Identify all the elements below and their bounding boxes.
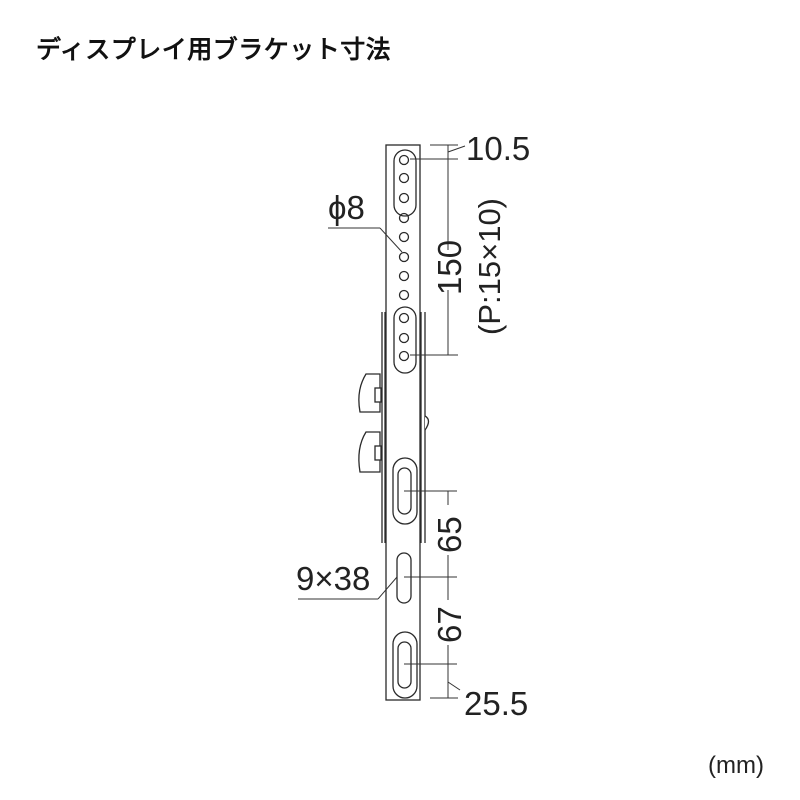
slot-middle [393, 306, 417, 374]
dim-slot-gap-upper: 65 [431, 516, 468, 553]
dim-hole-span: 150 [431, 240, 468, 295]
dim-hole-pitch: (P:15×10) [472, 198, 507, 335]
dim-slot-gap-lower: 67 [431, 606, 468, 643]
dim-bottom-offset: 25.5 [464, 685, 528, 722]
dim-slot-size: 9×38 [296, 560, 370, 597]
knob-lower [358, 431, 381, 473]
dim-hole-diameter: ϕ8 [328, 189, 365, 226]
bracket-bar [385, 144, 421, 701]
unit-label: (mm) [708, 752, 764, 779]
page-title: ディスプレイ用ブラケット寸法 [36, 35, 392, 64]
slot-9x38 [396, 552, 412, 604]
dim-top-offset: 10.5 [466, 130, 530, 167]
